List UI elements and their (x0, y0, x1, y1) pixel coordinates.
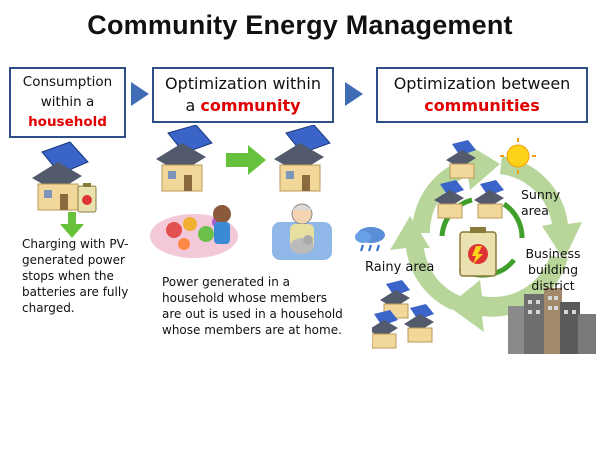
house-with-solar-panel-icon (404, 304, 434, 343)
child-at-table-clipart (150, 205, 238, 258)
household-box-accent: household (28, 114, 107, 130)
business-district-label: Business building district (525, 246, 581, 293)
house-with-solar-panel-icon (156, 125, 213, 192)
house-with-solar-panel-icon (434, 180, 464, 219)
between-communities-box: Optimization between communities (376, 67, 588, 123)
cycle-arrows-icon (390, 142, 582, 332)
house-with-solar-panel-icon (372, 310, 398, 349)
rainy-area-label: Rainy area (365, 260, 435, 275)
household-box-line2: within a (40, 94, 95, 110)
down-arrow-icon (60, 212, 84, 238)
between-box-accent: communities (424, 96, 540, 115)
community-box-line1: Optimization within (165, 74, 321, 93)
community-houses-illustration (156, 125, 331, 192)
community-box-line2-prefix: a (185, 96, 196, 115)
house-with-solar-panel-icon (446, 140, 476, 179)
cloud-rain-icon (355, 227, 385, 252)
house-with-solar-panel-icon (32, 141, 89, 211)
page-title: Community Energy Management (87, 10, 513, 40)
household-box: Consumption within a household (9, 67, 126, 138)
household-illustration (32, 141, 97, 238)
household-box-line1: Consumption (22, 74, 113, 90)
battery-icon (459, 227, 497, 277)
office-buildings-icon (508, 288, 596, 354)
sun-icon (500, 138, 536, 174)
community-note: Power generated in a household whose mem… (162, 275, 343, 337)
household-note: Charging with PV-generated power stops w… (22, 237, 129, 315)
community-box: Optimization within a community (152, 67, 334, 123)
right-arrow-icon (226, 145, 266, 175)
community-box-accent: community (200, 96, 301, 115)
chevron-right-icon (131, 82, 149, 106)
between-box-line1: Optimization between (393, 74, 571, 93)
between-communities-illustration (372, 138, 596, 354)
battery-icon (77, 183, 97, 213)
elderly-person-with-cat-clipart (272, 203, 332, 260)
house-with-solar-panel-icon (474, 180, 504, 219)
house-with-solar-panel-icon (274, 125, 331, 192)
sunny-area-label: Sunny area (521, 187, 561, 218)
chevron-right-icon (345, 82, 363, 106)
